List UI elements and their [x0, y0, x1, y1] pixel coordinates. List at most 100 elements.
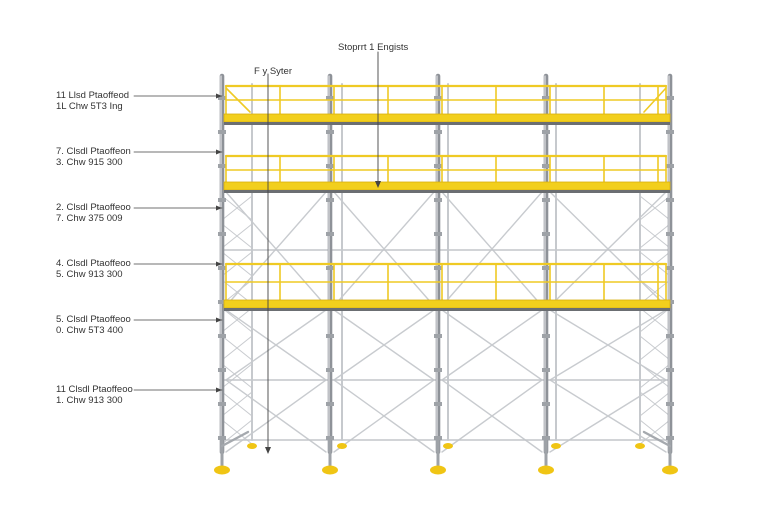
callout-arrowhead [216, 149, 222, 155]
callout-5-line1: 5. Clsdl Ptaoffeoo [56, 314, 131, 325]
base-brace [642, 430, 672, 448]
inner-foot [337, 443, 347, 449]
post-coupler [542, 198, 550, 202]
system-indicator-arrow [265, 447, 271, 454]
post-coupler [666, 266, 674, 270]
end-brace [221, 307, 253, 333]
base-foot [430, 465, 446, 475]
post-coupler [542, 232, 550, 236]
base-foot [538, 465, 554, 475]
post-coupler [434, 436, 442, 440]
support-label: Stoprrt 1 Engists [338, 42, 409, 53]
post-coupler [542, 368, 550, 372]
end-brace [639, 363, 671, 389]
post-coupler [218, 232, 226, 236]
post-coupler [218, 198, 226, 202]
post-coupler [326, 232, 334, 236]
post-coupler [326, 130, 334, 134]
post-coupler [434, 164, 442, 168]
post-coupler [434, 266, 442, 270]
post-coupler [218, 96, 226, 100]
post-coupler [666, 130, 674, 134]
post-coupler [542, 436, 550, 440]
cross-brace [333, 191, 435, 307]
callout-3-line1: 2. Clsdl Ptaoffeoo [56, 202, 131, 213]
callout-6-line1: 11 Clsdl Ptaoffeoo [56, 384, 133, 395]
end-brace [639, 195, 671, 221]
deck-board [223, 181, 671, 191]
post-coupler [326, 368, 334, 372]
post-coupler [326, 402, 334, 406]
callout-arrowhead [216, 205, 222, 211]
post-coupler [218, 266, 226, 270]
guardrail-end [225, 87, 251, 113]
callout-label-5: 5. Clsdl Ptaoffeoo 0. Chw 5T3 400 [56, 314, 131, 336]
post-coupler [542, 130, 550, 134]
cross-brace [441, 309, 543, 381]
deck-underside [224, 190, 670, 193]
callout-6-line2: 1. Chw 913 300 [56, 395, 123, 406]
base-foot [214, 465, 230, 475]
cross-brace [549, 309, 667, 381]
post-coupler [666, 96, 674, 100]
inner-foot [247, 443, 257, 449]
post-coupler [218, 334, 226, 338]
end-brace [639, 335, 671, 361]
callout-1-line1: 11 Llsd Ptaoffeod [56, 90, 130, 101]
post-coupler [326, 436, 334, 440]
end-brace [639, 223, 671, 249]
callout-label-6: 11 Clsdl Ptaoffeoo 1. Chw 913 300 [56, 384, 133, 406]
inner-foot [443, 443, 453, 449]
deck-board [223, 299, 671, 309]
cross-brace [225, 309, 327, 381]
post-coupler [326, 96, 334, 100]
callout-arrowhead [216, 387, 222, 393]
post-coupler [218, 436, 226, 440]
post-coupler [326, 266, 334, 270]
callout-1-line2: 1L Chw 5T3 Ing [56, 101, 123, 112]
post-coupler [542, 96, 550, 100]
post-coupler [542, 266, 550, 270]
post-coupler [218, 164, 226, 168]
guardrail-end [643, 87, 667, 113]
post-coupler [326, 334, 334, 338]
callout-3-line2: 7. Chw 375 009 [56, 213, 123, 224]
callout-label-3: 2. Clsdl Ptaoffeoo 7. Chw 375 009 [56, 202, 131, 224]
base-foot [662, 465, 678, 475]
post-coupler [218, 300, 226, 304]
callout-label-4: 4. Clsdl Ptaoffeoo 5. Chw 913 300 [56, 258, 131, 280]
end-brace [221, 391, 253, 417]
post-coupler [666, 232, 674, 236]
inner-foot [635, 443, 645, 449]
callout-arrowhead [216, 317, 222, 323]
post-coupler [542, 164, 550, 168]
post-coupler [434, 368, 442, 372]
post-coupler [218, 368, 226, 372]
post-coupler [666, 164, 674, 168]
callout-arrowhead [216, 261, 222, 267]
callout-4-line2: 5. Chw 913 300 [56, 269, 123, 280]
inner-foot [551, 443, 561, 449]
post-coupler [434, 130, 442, 134]
deck-underside [224, 122, 670, 125]
post-coupler [434, 334, 442, 338]
end-brace [221, 363, 253, 389]
post-coupler [542, 402, 550, 406]
support-indicator-arrow [375, 181, 381, 188]
base-brace [220, 430, 250, 448]
callout-label-2: 7. Clsdl Ptaoffeon 3. Chw 915 300 [56, 146, 131, 168]
callout-2-line1: 7. Clsdl Ptaoffeon [56, 146, 131, 157]
end-brace [221, 195, 253, 221]
post-coupler [666, 368, 674, 372]
post-coupler [434, 402, 442, 406]
callout-label-1: 11 Llsd Ptaoffeod 1L Chw 5T3 Ing [56, 90, 129, 112]
post-coupler [542, 334, 550, 338]
post-coupler [434, 198, 442, 202]
post-coupler [326, 198, 334, 202]
end-brace [221, 223, 253, 249]
post-coupler [666, 198, 674, 202]
base-foot [322, 465, 338, 475]
cross-brace [441, 191, 543, 307]
